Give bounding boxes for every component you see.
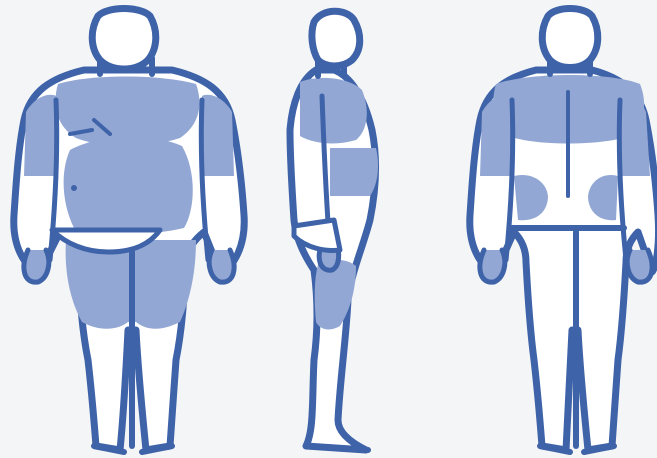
back-head <box>542 9 598 68</box>
front-head <box>92 9 156 70</box>
front-left-hand <box>24 250 49 282</box>
side-foot <box>306 446 368 450</box>
side-arm-fat <box>330 148 378 196</box>
front-navel <box>71 185 77 191</box>
front-abdomen-fat <box>64 137 193 234</box>
back-left-hand <box>480 250 505 282</box>
front-chest-fat <box>55 77 199 146</box>
front-right-hand <box>209 250 234 282</box>
side-head <box>312 11 360 66</box>
back-right-hand <box>627 250 652 282</box>
side-chest-fat <box>300 78 367 144</box>
